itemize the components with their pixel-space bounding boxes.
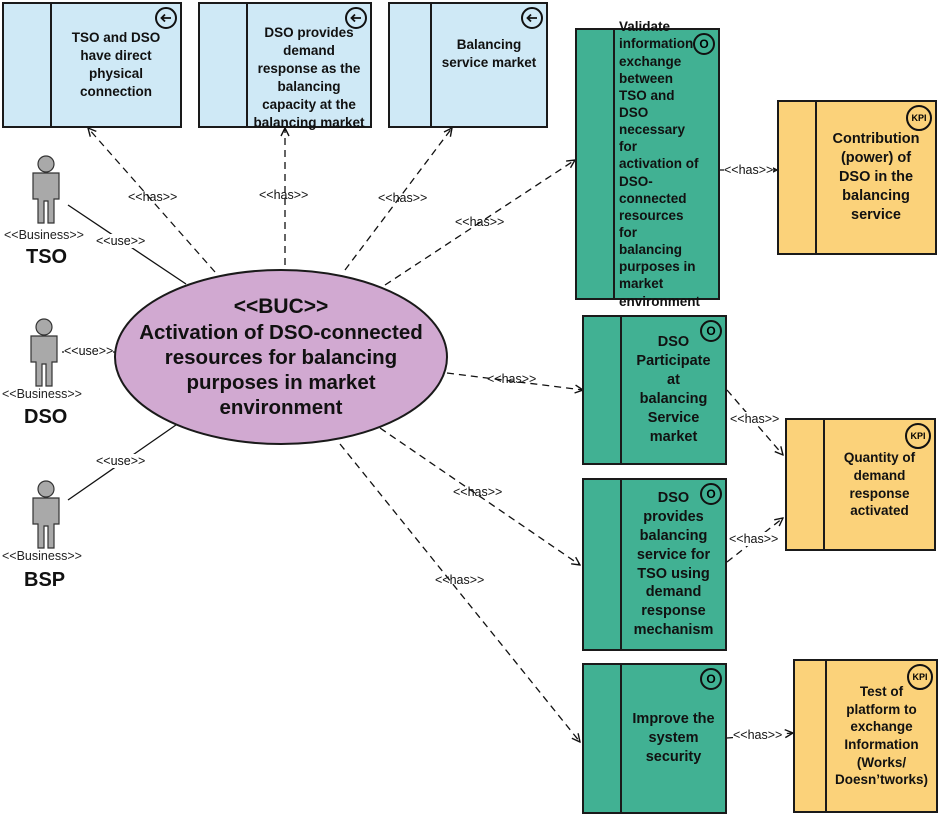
actor-dso-name: DSO bbox=[24, 406, 68, 428]
objective-box-participate-market: O DSO Participate at balancing Service m… bbox=[582, 315, 727, 465]
actor-tso-name: TSO bbox=[26, 246, 68, 268]
label-has-kpi-2: <<has>> bbox=[730, 412, 780, 426]
objective-text: Improve the system security bbox=[632, 711, 715, 765]
label-has-objective-1: <<has>> bbox=[455, 215, 505, 229]
kpi-box-quantity-demand: KPI Quantity of demand response activate… bbox=[785, 418, 936, 551]
assumption-strip bbox=[390, 4, 432, 126]
objective-strip bbox=[584, 317, 622, 463]
objective-box-system-security: O Improve the system security bbox=[582, 663, 727, 814]
objective-badge: O bbox=[693, 33, 715, 55]
label-has-assumption-2: <<has>> bbox=[259, 188, 309, 202]
objective-text: DSO Participate at balancing Service mar… bbox=[636, 334, 711, 445]
label-use-bsp: <<use>> bbox=[96, 454, 146, 468]
actor-tso-stereotype: <<Business>> bbox=[4, 228, 84, 242]
actor-bsp-stereotype: <<Business>> bbox=[2, 549, 82, 563]
assumption-arrow-icon bbox=[521, 7, 543, 29]
assumption-strip bbox=[4, 4, 52, 126]
label-has-objective-4: <<has>> bbox=[435, 573, 485, 587]
assumption-box-demand-response: DSO provides demand response as the bala… bbox=[198, 2, 372, 130]
objective-text: DSO provides balancing service for TSO u… bbox=[633, 490, 714, 639]
objective-badge: O bbox=[700, 668, 722, 690]
assumption-box-balancing-market: Balancing service market bbox=[388, 2, 548, 128]
kpi-strip bbox=[787, 420, 825, 549]
buc-title: Activation of DSO-connected resources fo… bbox=[139, 320, 423, 419]
buc-ellipse bbox=[114, 269, 448, 445]
kpi-text: Test of platform to exchange Information… bbox=[834, 684, 929, 788]
label-has-objective-2: <<has>> bbox=[487, 372, 537, 386]
assumption-box-physical-connection: TSO and DSO have direct physical connect… bbox=[2, 2, 182, 128]
label-has-objective-3: <<has>> bbox=[453, 485, 503, 499]
objective-strip bbox=[584, 480, 622, 649]
business-use-case: <<BUC>> Activation of DSO-connected reso… bbox=[115, 270, 447, 444]
kpi-box-contribution: KPI Contribution (power) of DSO in the b… bbox=[777, 100, 937, 255]
objective-box-validate-exchange: O Validate information exchange between … bbox=[575, 19, 720, 309]
edge-has-assumption-3 bbox=[344, 128, 452, 271]
assumption-text: Balancing service market bbox=[441, 37, 537, 70]
kpi-badge: KPI bbox=[906, 105, 932, 131]
objective-strip bbox=[584, 665, 622, 812]
edge-has-objective-1 bbox=[384, 160, 575, 286]
objective-badge: O bbox=[700, 320, 722, 342]
assumption-arrow-icon bbox=[155, 7, 177, 29]
assumption-strip bbox=[200, 4, 248, 126]
edge-has-objective-4 bbox=[339, 443, 580, 742]
label-use-tso: <<use>> bbox=[96, 234, 146, 248]
assumption-arrow-icon bbox=[345, 7, 367, 29]
label-has-kpi-1: <<has>> bbox=[724, 163, 774, 177]
actor-bsp-icon bbox=[32, 480, 60, 549]
kpi-strip bbox=[795, 661, 827, 811]
edge-has-objective-2 bbox=[446, 372, 583, 390]
kpi-box-test-platform: KPI Test of platform to exchange Informa… bbox=[793, 659, 938, 813]
label-has-kpi-4: <<has>> bbox=[733, 728, 783, 742]
edge-has-assumption-1 bbox=[88, 128, 216, 273]
label-use-dso: <<use>> bbox=[64, 344, 114, 358]
kpi-badge: KPI bbox=[905, 423, 931, 449]
actor-tso-icon bbox=[32, 155, 60, 224]
objective-strip bbox=[577, 30, 615, 298]
label-has-kpi-3: <<has>> bbox=[729, 532, 779, 546]
label-has-assumption-3: <<has>> bbox=[378, 191, 428, 205]
kpi-strip bbox=[779, 102, 817, 253]
kpi-badge: KPI bbox=[907, 664, 933, 690]
objective-text: Validate information exchange between TS… bbox=[619, 19, 701, 309]
assumption-text: TSO and DSO have direct physical connect… bbox=[71, 30, 161, 99]
objective-box-balancing-service: O DSO provides balancing service for TSO… bbox=[582, 478, 727, 651]
objective-badge: O bbox=[700, 483, 722, 505]
actor-bsp-name: BSP bbox=[24, 569, 66, 591]
actor-dso-icon bbox=[30, 318, 58, 387]
kpi-text: Contribution (power) of DSO in the balan… bbox=[832, 131, 920, 223]
buc-stereotype: <<BUC>> bbox=[233, 295, 329, 319]
kpi-text: Quantity of demand response activated bbox=[843, 450, 916, 519]
label-has-assumption-1: <<has>> bbox=[128, 190, 178, 204]
assumption-text: DSO provides demand response as the bala… bbox=[253, 25, 365, 130]
edge-has-objective-3 bbox=[379, 427, 580, 565]
actor-dso-stereotype: <<Business>> bbox=[2, 387, 82, 401]
